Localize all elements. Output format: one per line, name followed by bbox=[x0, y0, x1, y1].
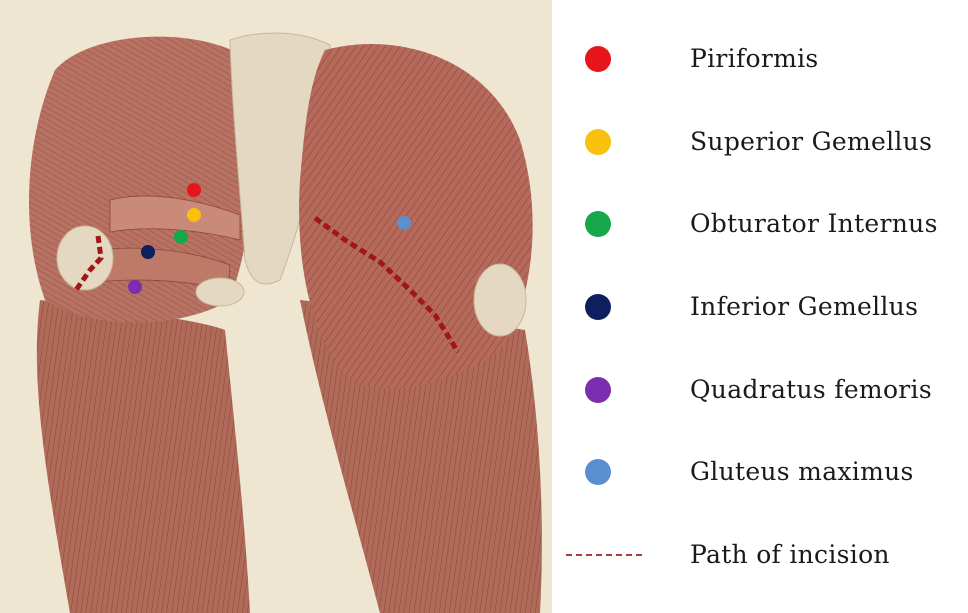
right-trochanter-tendon bbox=[474, 264, 526, 336]
legend-dot-icon bbox=[585, 459, 611, 485]
legend-dot-icon bbox=[585, 129, 611, 155]
marker-superior-gemellus bbox=[187, 208, 201, 222]
legend: Piriformis Superior Gemellus Obturator I… bbox=[552, 0, 968, 613]
legend-item-superior-gemellus: Superior Gemellus bbox=[552, 122, 968, 162]
legend-dot-icon bbox=[585, 211, 611, 237]
marker-piriformis bbox=[187, 183, 201, 197]
left-thigh bbox=[37, 300, 250, 613]
marker-quadratus-femoris bbox=[128, 280, 142, 294]
legend-dot-icon bbox=[585, 294, 611, 320]
legend-item-obturator-internus: Obturator Internus bbox=[552, 204, 968, 244]
legend-label: Quadratus femoris bbox=[690, 373, 932, 407]
legend-label: Inferior Gemellus bbox=[690, 290, 918, 324]
legend-item-gluteus-maximus: Gluteus maximus bbox=[552, 452, 968, 492]
legend-label: Superior Gemellus bbox=[690, 125, 932, 159]
legend-item-path-of-incision: Path of incision bbox=[552, 535, 968, 575]
legend-label: Obturator Internus bbox=[690, 207, 938, 241]
posterior-hip-illustration bbox=[0, 0, 552, 613]
legend-item-quadratus-femoris: Quadratus femoris bbox=[552, 370, 968, 410]
legend-label: Gluteus maximus bbox=[690, 455, 914, 489]
marker-obturator-internus bbox=[174, 230, 188, 244]
legend-label: Piriformis bbox=[690, 42, 819, 76]
legend-dot-icon bbox=[585, 46, 611, 72]
ischial-tuberosity bbox=[196, 278, 244, 306]
legend-label: Path of incision bbox=[690, 538, 890, 572]
dashed-line-icon bbox=[566, 554, 642, 556]
legend-item-piriformis: Piriformis bbox=[552, 39, 968, 79]
legend-item-inferior-gemellus: Inferior Gemellus bbox=[552, 287, 968, 327]
legend-dot-icon bbox=[585, 377, 611, 403]
marker-gluteus-maximus bbox=[397, 216, 411, 230]
marker-inferior-gemellus bbox=[141, 245, 155, 259]
